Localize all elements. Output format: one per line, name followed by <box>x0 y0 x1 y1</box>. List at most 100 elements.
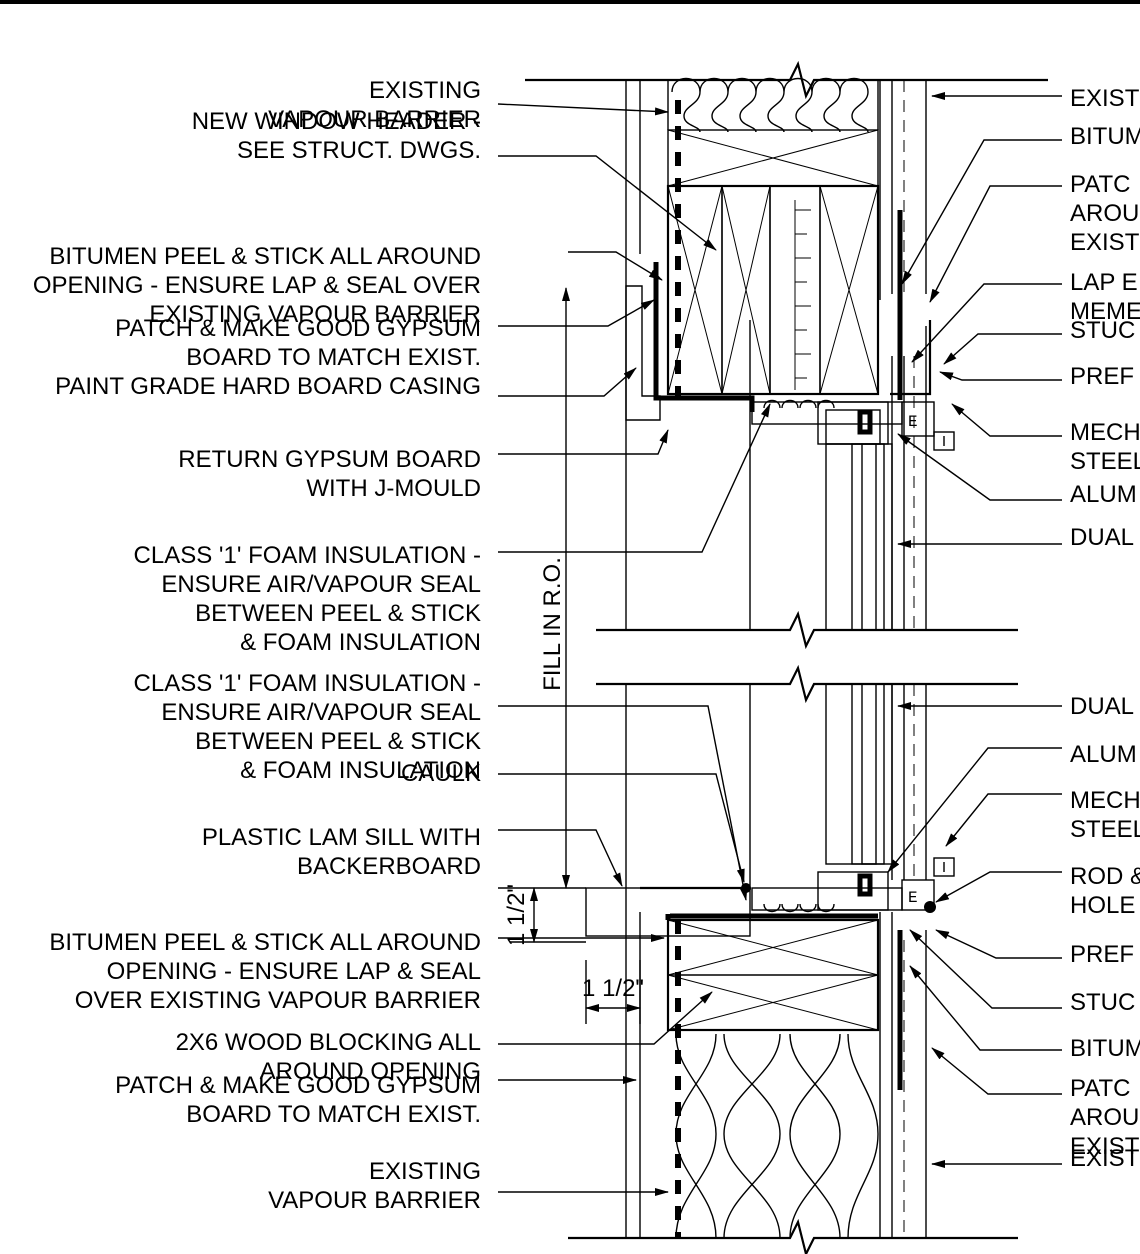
left-note-3-line-0: PATCH & MAKE GOOD GYPSUM <box>115 315 481 342</box>
svg-text:E: E <box>908 413 918 431</box>
left-note-3-line-1: BOARD TO MATCH EXIST. <box>186 344 481 371</box>
right-note-16-line-1: AROU <box>1070 1104 1139 1131</box>
right-note-7: ALUM <box>1070 481 1137 508</box>
left-note-1-line-1: SEE STRUCT. DWGS. <box>237 137 481 164</box>
dim-sill-height: 1 1/2" <box>503 884 530 946</box>
dim-fill-in-ro: FILL IN R.O. <box>539 557 566 691</box>
left-note-12-line-1: BOARD TO MATCH EXIST. <box>186 1101 481 1128</box>
leader-left-5 <box>498 429 669 455</box>
right-note-12: ROD &HOLE <box>1070 863 1140 919</box>
left-note-5-line-0: RETURN GYPSUM BOARD <box>178 446 481 473</box>
leader-left-7 <box>498 705 748 901</box>
left-note-2-line-0: BITUMEN PEEL & STICK ALL AROUND <box>49 243 481 270</box>
right-note-10-line-0: ALUM <box>1070 741 1137 768</box>
left-note-7-line-3: & FOAM INSULATION <box>240 757 481 784</box>
left-note-1-line-0: NEW WINDOW HEADER - <box>192 108 481 135</box>
right-note-16-line-2: EXIST <box>1070 1133 1140 1160</box>
wall-section-geometry: E E <box>525 60 1048 1254</box>
left-note-2-line-2: EXISTING VAPOUR BARRIER <box>149 301 481 328</box>
right-note-17: EXIST <box>1070 1145 1140 1172</box>
left-note-8-line-0: CAULK <box>401 760 481 787</box>
right-note-2-line-2: EXIST <box>1070 229 1140 256</box>
right-note-14: STUC <box>1070 989 1135 1016</box>
svg-text:E: E <box>908 889 918 907</box>
right-note-2-line-0: PATC <box>1070 171 1130 198</box>
right-note-10: ALUM <box>1070 741 1137 768</box>
right-note-5-line-0: PREF <box>1070 363 1134 390</box>
left-note-7-line-2: BETWEEN PEEL & STICK <box>195 728 481 755</box>
right-note-4-line-0: STUC <box>1070 317 1135 344</box>
leader-left-11 <box>498 991 713 1045</box>
leader-right-1 <box>901 139 1062 285</box>
right-note-11-line-1: STEEL <box>1070 816 1140 843</box>
left-note-13-line-1: VAPOUR BARRIER <box>268 1187 481 1214</box>
right-note-15: BITUM <box>1070 1035 1140 1062</box>
right-note-1: BITUM <box>1070 123 1140 150</box>
leader-right-16 <box>931 1047 1062 1095</box>
leader-left-1 <box>498 155 717 251</box>
leader-right-4 <box>943 333 1062 365</box>
break-line-bottom <box>568 1218 1018 1254</box>
leader-right-3 <box>911 283 1062 363</box>
break-line-mid-upper <box>596 610 1018 650</box>
left-note-10-line-2: OVER EXISTING VAPOUR BARRIER <box>75 987 481 1014</box>
right-note-2-line-1: AROU <box>1070 200 1139 227</box>
right-note-12-line-1: HOLE <box>1070 892 1135 919</box>
left-note-0-line-0: EXISTING <box>369 77 481 104</box>
left-note-6-line-2: BETWEEN PEEL & STICK <box>195 600 481 627</box>
right-note-6-line-0: MECH <box>1070 419 1140 446</box>
leader-right-5 <box>939 371 1062 381</box>
right-note-17-line-0: EXIST <box>1070 1145 1140 1172</box>
right-note-14-line-0: STUC <box>1070 989 1135 1016</box>
right-note-3-line-0: LAP E <box>1070 269 1138 296</box>
right-note-16-line-0: PATC <box>1070 1075 1130 1102</box>
right-note-9-line-0: DUAL <box>1070 693 1134 720</box>
dimension-lines <box>498 287 641 1024</box>
leader-lines <box>497 92 1062 1196</box>
break-line-mid-lower <box>596 664 1018 704</box>
leader-left-8 <box>498 773 745 883</box>
left-note-0-line-1: VAPOUR BARRIER <box>268 106 481 133</box>
right-note-8-line-0: DUAL <box>1070 524 1134 551</box>
leader-left-2 <box>568 251 663 281</box>
left-note-7-line-1: ENSURE AIR/VAPOUR SEAL <box>161 699 481 726</box>
right-note-8: DUAL <box>1070 524 1134 551</box>
left-note-10-line-0: BITUMEN PEEL & STICK ALL AROUND <box>49 929 481 956</box>
left-note-6: CLASS '1' FOAM INSULATION -ENSURE AIR/VA… <box>134 542 481 656</box>
left-note-11-line-1: AROUND OPENING <box>260 1058 481 1085</box>
leader-right-13 <box>935 929 1062 959</box>
leader-left-0 <box>497 103 669 116</box>
right-note-12-line-0: ROD & <box>1070 863 1140 890</box>
right-note-13-line-0: PREF <box>1070 941 1134 968</box>
left-note-9-line-0: PLASTIC LAM SILL WITH <box>202 824 481 851</box>
left-note-11-line-0: 2X6 WOOD BLOCKING ALL <box>176 1029 481 1056</box>
left-note-6-line-0: CLASS '1' FOAM INSULATION - <box>134 542 481 569</box>
leader-right-2 <box>929 185 1062 303</box>
left-note-2-line-1: OPENING - ENSURE LAP & SEAL OVER <box>33 272 481 299</box>
leader-left-6 <box>498 403 771 553</box>
left-note-1: NEW WINDOW HEADER -SEE STRUCT. DWGS. <box>192 108 481 164</box>
leader-left-4 <box>498 367 637 397</box>
leader-left-9 <box>498 829 623 887</box>
leader-right-10 <box>887 747 1062 873</box>
break-line-top <box>525 60 1048 100</box>
leader-right-6 <box>951 403 1062 437</box>
leader-right-15 <box>909 965 1062 1051</box>
right-note-9: DUAL <box>1070 693 1134 720</box>
leader-right-7 <box>897 433 1062 501</box>
left-note-4: PAINT GRADE HARD BOARD CASING <box>55 373 481 400</box>
left-note-8: CAULK <box>401 760 481 787</box>
right-note-13: PREF <box>1070 941 1134 968</box>
